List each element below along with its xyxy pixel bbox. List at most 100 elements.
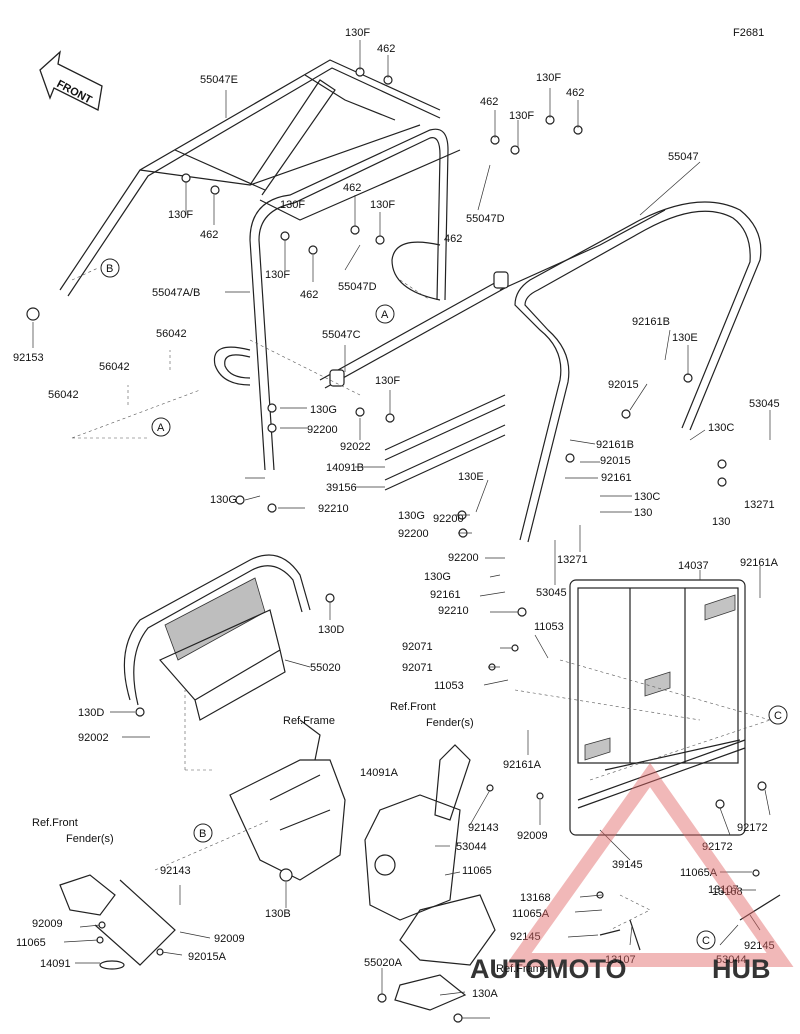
- part-label-92210: 92210: [438, 605, 469, 617]
- part-label-39156: 39156: [326, 482, 357, 494]
- part-label-92161b: 92161B: [596, 439, 634, 451]
- part-label-14091a: 14091A: [360, 767, 399, 779]
- part-label-55047a-b: 55047A/B: [152, 287, 200, 299]
- part-label-53044: 53044: [456, 841, 487, 853]
- svg-text:A: A: [157, 422, 165, 434]
- part-label-92200: 92200: [398, 528, 429, 540]
- part-label-92200: 92200: [433, 513, 464, 525]
- right-hoop-55047: [499, 201, 762, 543]
- part-label-55047d: 55047D: [466, 213, 505, 225]
- part-label-92015a: 92015A: [188, 951, 227, 963]
- part-label-130f: 130F: [280, 199, 305, 211]
- front-arrow-icon: FRONT: [39, 50, 103, 111]
- part-label-130g: 130G: [310, 404, 337, 416]
- part-label-53045: 53045: [749, 398, 780, 410]
- part-label-130c: 130C: [634, 491, 660, 503]
- lower-frame: [394, 894, 496, 1011]
- part-label-130f: 130F: [375, 375, 400, 387]
- part-label-130f: 130F: [168, 209, 193, 221]
- part-label-130b: 130B: [265, 908, 291, 920]
- part-label-92143: 92143: [160, 865, 191, 877]
- part-label-92145: 92145: [744, 940, 775, 952]
- callout-A-2: A: [151, 417, 171, 437]
- watermark: AUTOMOTO HUB: [470, 762, 794, 984]
- part-label-92172: 92172: [702, 841, 733, 853]
- part-label-55020: 55020: [310, 662, 341, 674]
- part-label-130g: 130G: [210, 494, 237, 506]
- part-label-92143: 92143: [468, 822, 499, 834]
- left-side-loop: [213, 241, 441, 386]
- part-label-130f: 130F: [265, 269, 290, 281]
- part-label-462: 462: [444, 233, 462, 245]
- part-label-39145: 39145: [612, 859, 643, 871]
- ref-fender-1-line1: Ref.Front: [390, 701, 436, 713]
- part-label-92022: 92022: [340, 441, 371, 453]
- part-label-92145: 92145: [510, 931, 541, 943]
- svg-text:C: C: [774, 710, 782, 722]
- front-guard-55020: [123, 554, 311, 721]
- svg-text:A: A: [381, 309, 389, 321]
- hardware-fasteners: [26, 67, 767, 1023]
- part-label-462: 462: [343, 182, 361, 194]
- callout-C-1: C: [768, 705, 788, 725]
- callout-B-2: B: [193, 823, 213, 843]
- part-label-130d: 130D: [78, 707, 104, 719]
- callout-B-1: B: [100, 258, 120, 278]
- part-label-56042: 56042: [48, 389, 79, 401]
- part-label-462: 462: [200, 229, 218, 241]
- part-label-56042: 56042: [99, 361, 130, 373]
- main-hoop-55047ab: [249, 128, 461, 471]
- svg-text:C: C: [702, 935, 710, 947]
- part-label-11065a: 11065A: [680, 867, 718, 879]
- part-label-92009: 92009: [32, 918, 63, 930]
- part-label-462: 462: [566, 87, 584, 99]
- part-label-462: 462: [377, 43, 395, 55]
- watermark-text-hub: HUB: [712, 954, 771, 984]
- part-label-130a: 130A: [472, 988, 498, 1000]
- part-label-92071: 92071: [402, 641, 433, 653]
- part-label-55047: 55047: [668, 151, 699, 163]
- part-label-92161: 92161: [601, 472, 632, 484]
- svg-text:B: B: [106, 263, 113, 275]
- leader-lines: [32, 40, 771, 1019]
- part-label-92002: 92002: [78, 732, 109, 744]
- part-label-130c: 130C: [708, 422, 734, 434]
- part-label-53045: 53045: [536, 587, 567, 599]
- part-label-130d: 130D: [318, 624, 344, 636]
- part-label-130e: 130E: [672, 332, 698, 344]
- part-label-55047c: 55047C: [322, 329, 361, 341]
- watermark-text-automoto: AUTOMOTO: [470, 954, 627, 984]
- part-label-130g: 130G: [398, 510, 425, 522]
- part-label-11065a: 11065A: [512, 908, 550, 920]
- part-label-92161b: 92161B: [632, 316, 670, 328]
- ref-fender-2-line2: Fender(s): [66, 833, 114, 845]
- part-label-13271: 13271: [744, 499, 775, 511]
- part-label-92009: 92009: [517, 830, 548, 842]
- part-label-130g: 130G: [424, 571, 451, 583]
- tailgate-14037: [569, 579, 746, 836]
- part-label-11053: 11053: [434, 680, 464, 692]
- part-label-92009: 92009: [214, 933, 245, 945]
- part-label-55047e: 55047E: [200, 74, 238, 86]
- part-label-92172: 92172: [737, 822, 768, 834]
- part-label-130: 130: [712, 516, 730, 528]
- callout-C-2: C: [696, 930, 716, 950]
- roof-frame-55047e: [59, 59, 441, 297]
- part-label-130: 130: [634, 507, 652, 519]
- part-label-92161a: 92161A: [503, 759, 542, 771]
- part-label-55020a: 55020A: [364, 957, 403, 969]
- ref-frame-1: Ref.Frame: [283, 715, 335, 727]
- part-label-92015: 92015: [600, 455, 631, 467]
- part-label-462: 462: [480, 96, 498, 108]
- part-label-92161: 92161: [430, 589, 461, 601]
- part-label-92015: 92015: [608, 379, 639, 391]
- part-label-13168: 13168: [712, 886, 743, 898]
- watermark-triangle-icon: [504, 762, 794, 967]
- part-label-14037: 14037: [678, 560, 709, 572]
- figure-code: F2681: [733, 27, 764, 39]
- part-label-13107: 13107: [605, 954, 636, 966]
- part-label-130f: 130F: [509, 110, 534, 122]
- part-label-11065: 11065: [16, 937, 46, 949]
- part-label-130f: 130F: [536, 72, 561, 84]
